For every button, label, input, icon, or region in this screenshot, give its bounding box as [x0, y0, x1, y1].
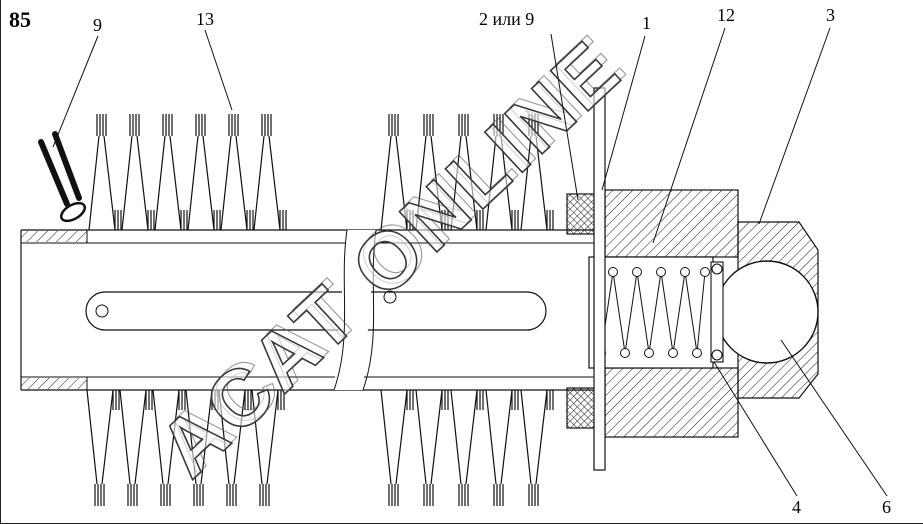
cotter-pin	[38, 131, 87, 223]
leader-seat	[713, 361, 798, 497]
callout-gland-nut: 12	[717, 5, 735, 25]
valve-spring	[596, 267, 710, 358]
leader-ball	[780, 339, 888, 497]
shaft-wall-section-top	[21, 231, 87, 242]
leader-lines	[52, 27, 888, 497]
leader-gland	[652, 27, 726, 244]
leader-pin	[52, 35, 99, 148]
shaft-slot	[85, 291, 547, 331]
leader-springs	[204, 29, 233, 111]
shaft	[20, 229, 595, 391]
callout-pin: 9	[93, 15, 102, 35]
callouts: 85 9 13 2 или 9 1 12 3 4 6	[9, 5, 891, 517]
callout-ball: 6	[882, 497, 891, 517]
figure-number: 85	[9, 7, 31, 32]
retainer-plate	[593, 87, 606, 471]
valve-ball	[715, 260, 819, 364]
washer-top	[566, 193, 596, 235]
gland-nut-bottom	[604, 367, 739, 438]
leader-plate	[601, 35, 646, 191]
slot-end-hole	[95, 304, 109, 318]
callout-plate: 1	[642, 13, 651, 33]
shaft-pin-hole	[383, 290, 397, 304]
gland-nut-top	[604, 189, 739, 258]
valve-assembly	[566, 87, 819, 471]
cotter-pin-loop	[59, 201, 87, 223]
leader-body	[758, 27, 831, 225]
callout-spring-seat: 4	[792, 497, 801, 517]
shaft-wall-section-bottom	[21, 378, 87, 389]
watermark-text: ACAT ONLINE	[142, 22, 638, 493]
callout-springs: 13	[196, 9, 214, 29]
callout-valve-body: 3	[826, 5, 835, 25]
washer-bottom	[566, 387, 596, 429]
break-lines	[333, 229, 377, 391]
seat-coil-bottom	[711, 349, 723, 361]
spring-upper-left	[88, 113, 287, 231]
leader-washer	[550, 33, 579, 201]
spring-lower-right	[380, 389, 554, 507]
seat-coil-top	[711, 263, 723, 275]
callout-washer: 2 или 9	[479, 9, 534, 29]
spring-seat	[710, 261, 724, 363]
